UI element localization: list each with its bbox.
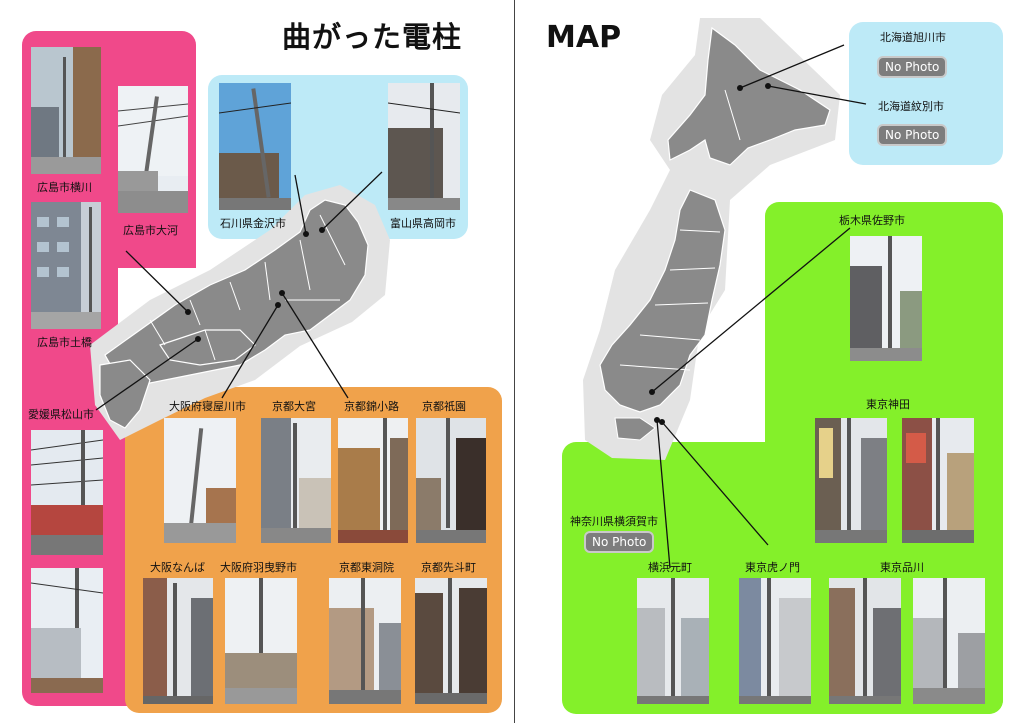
photo-kyoto-higashinotoin: [329, 578, 401, 704]
photo-tokyo-shinagawa-1: [829, 578, 901, 704]
photo-kyoto-gion: [416, 418, 486, 543]
title-map: MAP: [546, 20, 622, 55]
photo-hiroshima-dobashi: [31, 202, 101, 329]
label-kanagawa-yokosuka: 神奈川県横須賀市: [570, 515, 658, 528]
shikoku-map-right: [614, 417, 656, 441]
photo-kyoto-pontocho: [415, 578, 487, 704]
photo-yokohama-motomachi: [637, 578, 709, 704]
shikoku-map: [159, 329, 256, 366]
photo-hiroshima-okawa: [118, 86, 188, 213]
photo-ishikawa-kanazawa: [219, 83, 291, 210]
honshu-map: [599, 189, 726, 413]
photo-ehime-matsuyama-2: [31, 568, 103, 693]
label-tokyo-shinagawa: 東京品川: [880, 561, 924, 574]
photo-osaka-neyagawa: [164, 418, 236, 543]
label-kyoto-omiya: 京都大宮: [272, 400, 316, 413]
label-hokkaido-asahikawa: 北海道旭川市: [880, 31, 946, 44]
hokkaido-map: [667, 26, 831, 166]
photo-ehime-matsuyama-1: [31, 430, 103, 555]
photo-tokyo-shinagawa-2: [913, 578, 985, 704]
label-hiroshima-okawa: 広島市大河: [123, 224, 178, 237]
label-tochigi-sano: 栃木県佐野市: [839, 214, 905, 227]
label-hiroshima-dobashi: 広島市土橋: [37, 336, 92, 349]
photo-tokyo-toranomon: [739, 578, 811, 704]
label-osaka-habikino: 大阪府羽曳野市: [220, 561, 297, 574]
label-hiroshima-yokogawa: 広島市横川: [37, 181, 92, 194]
label-kyoto-nishikikoji: 京都錦小路: [344, 400, 399, 413]
page-divider: [514, 0, 515, 723]
photo-tochigi-sano: [850, 236, 922, 361]
label-kyoto-gion: 京都祇園: [422, 400, 466, 413]
photo-hiroshima-yokogawa: [31, 47, 101, 174]
photo-osaka-habikino: [225, 578, 297, 704]
no-photo-monbetsu: No Photo: [879, 126, 946, 144]
label-kyoto-higashinotoin: 京都東洞院: [339, 561, 394, 574]
label-hokkaido-monbetsu: 北海道紋別市: [878, 100, 944, 113]
no-photo-yokosuka: No Photo: [586, 533, 653, 551]
label-tokyo-toranomon: 東京虎ノ門: [745, 561, 800, 574]
label-toyama-takaoka: 富山県高岡市: [390, 217, 456, 230]
label-tokyo-kanda: 東京神田: [866, 398, 910, 411]
photo-tokyo-kanda-1: [815, 418, 887, 543]
kyushu-map: [99, 359, 151, 429]
no-photo-asahikawa: No Photo: [879, 58, 946, 76]
label-kyoto-pontocho: 京都先斗町: [421, 561, 476, 574]
label-ishikawa-kanazawa: 石川県金沢市: [220, 217, 286, 230]
photo-toyama-takaoka: [388, 83, 460, 210]
label-osaka-namba: 大阪なんば: [150, 561, 205, 574]
label-osaka-neyagawa: 大阪府寝屋川市: [169, 400, 246, 413]
label-ehime-matsuyama: 愛媛県松山市: [28, 408, 94, 421]
photo-tokyo-kanda-2: [902, 418, 974, 543]
photo-kyoto-nishikikoji: [338, 418, 408, 543]
photo-osaka-namba: [143, 578, 213, 704]
label-yokohama-motomachi: 横浜元町: [648, 561, 692, 574]
title-bent-poles: 曲がった電柱: [282, 20, 463, 54]
western-japan-map: [104, 199, 369, 386]
photo-kyoto-omiya: [261, 418, 331, 543]
